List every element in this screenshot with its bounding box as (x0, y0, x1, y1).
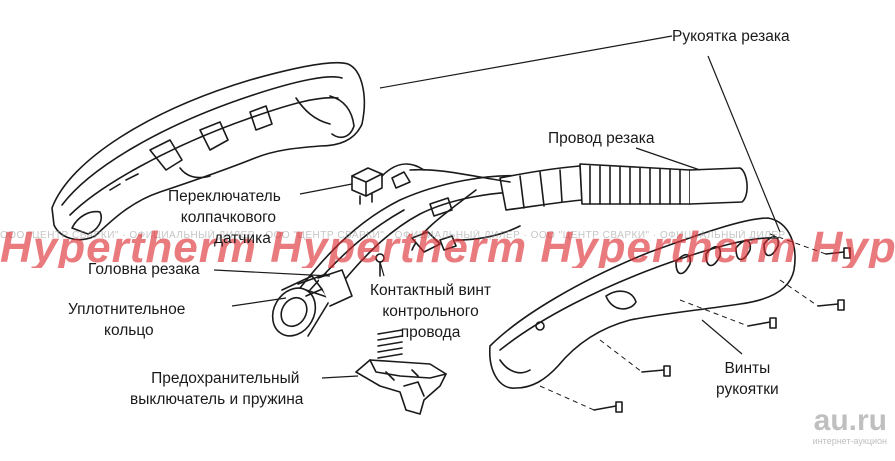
safety-spring (377, 329, 403, 359)
leader-torch-handle-2 (707, 55, 781, 233)
label-safety-switch: Предохранительный выключатель и пружина (130, 370, 304, 408)
label-torch-lead: Провод резака (548, 130, 655, 147)
handle-half-upper (51, 61, 366, 241)
leader-safety-switch (321, 375, 359, 379)
leader-torch-handle (379, 35, 673, 89)
label-torch-head: Головна резака (88, 261, 200, 278)
leader-torch-lead (635, 147, 701, 171)
label-contact-screw: Контактный винт контрольного провода (370, 282, 492, 341)
label-torch-handle: Рукоятка резака (672, 28, 790, 45)
leader-o-ring (231, 297, 287, 307)
dealer-watermark: ООО "ЦЕНТР СВАРКИ" · ОФИЦИАЛЬНЫЙ ДИЛЕР ·… (0, 230, 786, 241)
leader-handle-screws (701, 319, 743, 355)
torch-lead-assembly (391, 163, 748, 211)
brand-watermark: Hypertherm Hypertherm Hypertherm Hyperth… (0, 228, 895, 268)
site-watermark: au.ru интернет-аукцион (813, 406, 887, 447)
cap-sensor-switch-part (351, 163, 425, 205)
site-watermark-tagline: интернет-аукцион (812, 436, 887, 446)
handle-half-lower (489, 217, 796, 389)
leader-cap-sensor (299, 183, 353, 195)
leader-torch-head (213, 269, 331, 277)
label-cap-sensor-switch: Переключатель колпачкового датчика (168, 188, 281, 247)
torch-head-nozzle (271, 269, 353, 337)
label-o-ring: Уплотнительное кольцо (68, 301, 186, 339)
safety-trigger (355, 359, 447, 415)
handle-screws-parts (593, 247, 851, 413)
label-handle-screws: Винты рукоятки (716, 360, 779, 398)
leader-contact-screw (379, 261, 385, 277)
site-watermark-logo: au.ru (813, 404, 887, 437)
